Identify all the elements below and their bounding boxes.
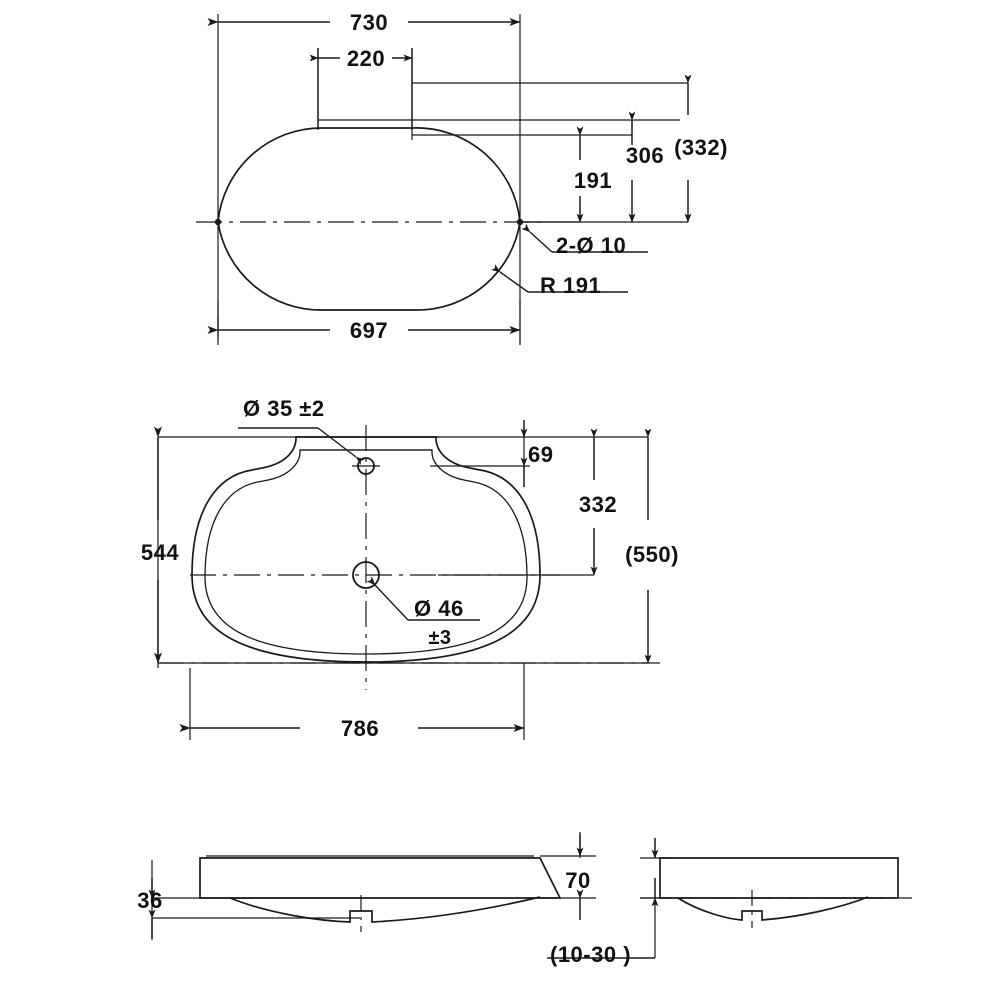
leader-dia-46 [366,576,480,621]
label-36: 36 [137,888,162,913]
label-550: (550) [625,542,679,567]
drain-hole [352,561,380,589]
label-220: 220 [347,46,385,71]
side-section-view [547,838,912,959]
label-10-30: (10-30 ) [550,942,631,967]
leader-2-dia-10 [521,223,648,253]
label-306: 306 [626,143,664,168]
dimension-10-30 [547,838,659,959]
label-332-plan: 332 [579,492,617,517]
label-dia-46-tolerance: ±3 [428,627,451,649]
side-section-extension-lines [640,857,672,958]
label-544: 544 [141,540,179,565]
front-section-extension-lines [151,832,596,940]
front-section-bowl-curve [229,896,541,923]
leader-dia-35 [238,427,365,465]
label-dia-35: Ø 35 ±2 [243,396,325,421]
top-view-back-ledge [317,48,413,130]
label-697: 697 [350,318,388,343]
label-2-dia-10: 2-Ø 10 [556,233,626,258]
side-section-bowl-curve [677,896,869,921]
top-view-extension-lines [217,14,688,345]
label-dia-46: Ø 46 [414,596,464,621]
side-section-outline [659,857,899,899]
label-786: 786 [341,716,379,741]
front-section-outline [199,857,562,899]
label-191: 191 [574,168,612,193]
label-70: 70 [565,868,590,893]
label-r191: R 191 [540,273,601,298]
label-69: 69 [528,442,553,467]
plan-view-extension-lines [157,436,648,740]
top-view [196,14,692,345]
front-section-view [148,832,596,940]
label-332-top: (332) [674,135,728,160]
top-view-body-outline [217,127,521,311]
plan-view-outline [191,436,541,663]
plan-view [154,420,660,740]
label-730: 730 [350,10,388,35]
plan-view-centerlines [190,425,560,690]
top-view-hole-markers [214,218,524,226]
leader-r191 [491,264,628,293]
